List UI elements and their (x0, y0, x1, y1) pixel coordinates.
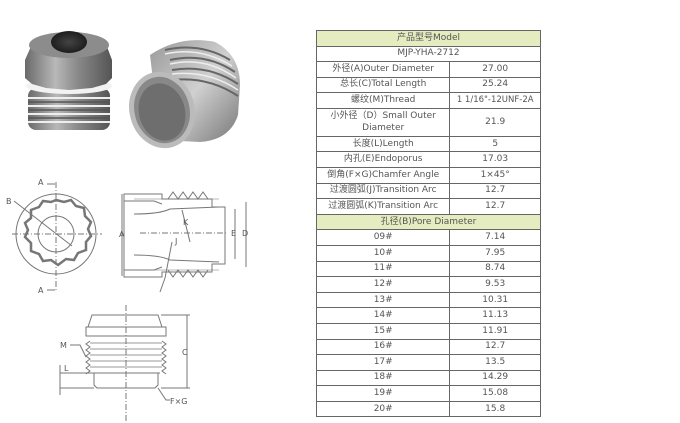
pore-row: 18# 14.29 (315, 369, 541, 387)
pore-size: 11# (315, 260, 451, 278)
pore-size: 10# (315, 244, 451, 262)
spec-table: 产品型号Model MJP-YHA-2712 外径(A)Outer Diamet… (315, 30, 541, 418)
pore-value: 7.95 (449, 244, 541, 262)
spec-label: 过渡圆弧(K)Transition Arc (315, 198, 451, 215)
pore-row: 15# 11.91 (315, 322, 541, 340)
label-a-bottom: A (38, 286, 44, 295)
model-row: MJP-YHA-2712 (316, 45, 541, 63)
spec-value: 21.9 (449, 107, 541, 137)
pore-size: 15# (315, 322, 451, 340)
spec-value: 1 1/16"-12UNF-2A (449, 92, 541, 109)
pore-row: 09# 7.14 (315, 229, 541, 246)
pore-row: 13# 10.31 (315, 291, 541, 309)
front-view-drawing: A B A (6, 178, 102, 295)
spec-row: 小外径（D）Small Outer Diameter 21.9 (315, 107, 541, 137)
label-a: A (119, 230, 125, 239)
pore-value: 15.08 (449, 385, 541, 402)
product-photo (25, 31, 240, 149)
spec-row: 总长(C)Total Length 25.24 (315, 76, 541, 94)
spec-row: 长度(L)Length 5 (315, 135, 541, 153)
pore-row: 10# 7.95 (315, 244, 541, 262)
model-header-row: 产品型号Model (316, 30, 541, 47)
spec-label: 小外径（D）Small Outer Diameter (315, 107, 451, 137)
pore-value: 13.5 (449, 354, 541, 371)
pore-value: 9.53 (449, 276, 541, 293)
spec-row: 过渡圆弧(J)Transition Arc 12.7 (315, 182, 541, 200)
pore-size: 13# (315, 291, 451, 309)
label-l: L (64, 364, 69, 373)
spec-label: 长度(L)Length (315, 135, 451, 153)
pore-value: 14.29 (449, 369, 541, 387)
label-c: C (182, 348, 188, 357)
spec-label: 内孔(E)Endoporus (315, 151, 451, 169)
spec-value: 5 (449, 135, 541, 153)
pore-value: 7.14 (449, 229, 541, 246)
pore-value: 11.91 (449, 322, 541, 340)
spec-row: 过渡圆弧(K)Transition Arc 12.7 (315, 198, 541, 215)
label-a-top: A (38, 178, 44, 187)
pore-header-row: 孔径(B)Pore Diameter (316, 213, 541, 231)
spec-value: 17.03 (449, 151, 541, 169)
side-view-drawing: M L C F×G (59, 305, 190, 423)
spec-label: 倒角(F×G)Chamfer Angle (315, 167, 451, 184)
label-b: B (6, 197, 12, 206)
pore-row: 16# 12.7 (315, 338, 541, 356)
spec-label: 外径(A)Outer Diameter (315, 61, 451, 78)
model-header: 产品型号Model (316, 30, 541, 47)
pore-size: 17# (315, 354, 451, 371)
pore-value: 12.7 (449, 338, 541, 356)
spec-value: 1×45° (449, 167, 541, 184)
spec-value: 27.00 (449, 61, 541, 78)
pore-row: 11# 8.74 (315, 260, 541, 278)
spec-value: 25.24 (449, 76, 541, 94)
twelve-point-profile (23, 198, 93, 267)
pore-size: 18# (315, 369, 451, 387)
label-d: D (242, 229, 248, 238)
spec-label: 螺纹(M)Thread (315, 92, 451, 109)
label-k: K (183, 218, 189, 227)
label-fxg: F×G (170, 397, 188, 406)
label-m: M (60, 341, 67, 350)
pore-size: 20# (315, 400, 451, 418)
pore-value: 11.13 (449, 307, 541, 324)
section-view-drawing: A K J E D (119, 191, 248, 293)
pore-row: 19# 15.08 (315, 385, 541, 402)
bushing-left (25, 31, 112, 130)
pore-size: 14# (315, 307, 451, 324)
pore-row: 17# 13.5 (315, 354, 541, 371)
pore-row: 20# 15.8 (315, 400, 541, 418)
pore-header: 孔径(B)Pore Diameter (316, 213, 541, 231)
spec-value: 12.7 (449, 198, 541, 215)
model-value: MJP-YHA-2712 (316, 45, 541, 63)
pore-row: 12# 9.53 (315, 276, 541, 293)
label-e: E (231, 229, 236, 238)
spec-label: 总长(C)Total Length (315, 76, 451, 94)
spec-row: 倒角(F×G)Chamfer Angle 1×45° (315, 167, 541, 184)
pore-size: 19# (315, 385, 451, 402)
pore-size: 16# (315, 338, 451, 356)
pore-row: 14# 11.13 (315, 307, 541, 324)
label-j: J (174, 237, 177, 246)
spec-row: 螺纹(M)Thread 1 1/16"-12UNF-2A (315, 92, 541, 109)
spec-row: 外径(A)Outer Diameter 27.00 (315, 61, 541, 78)
pore-size: 12# (315, 276, 451, 293)
spec-row: 内孔(E)Endoporus 17.03 (315, 151, 541, 169)
pore-size: 09# (315, 229, 451, 246)
spec-label: 过渡圆弧(J)Transition Arc (315, 182, 451, 200)
pore-value: 10.31 (449, 291, 541, 309)
bushing-right (129, 40, 240, 149)
spec-value: 12.7 (449, 182, 541, 200)
pore-value: 8.74 (449, 260, 541, 278)
pore-value: 15.8 (449, 400, 541, 418)
